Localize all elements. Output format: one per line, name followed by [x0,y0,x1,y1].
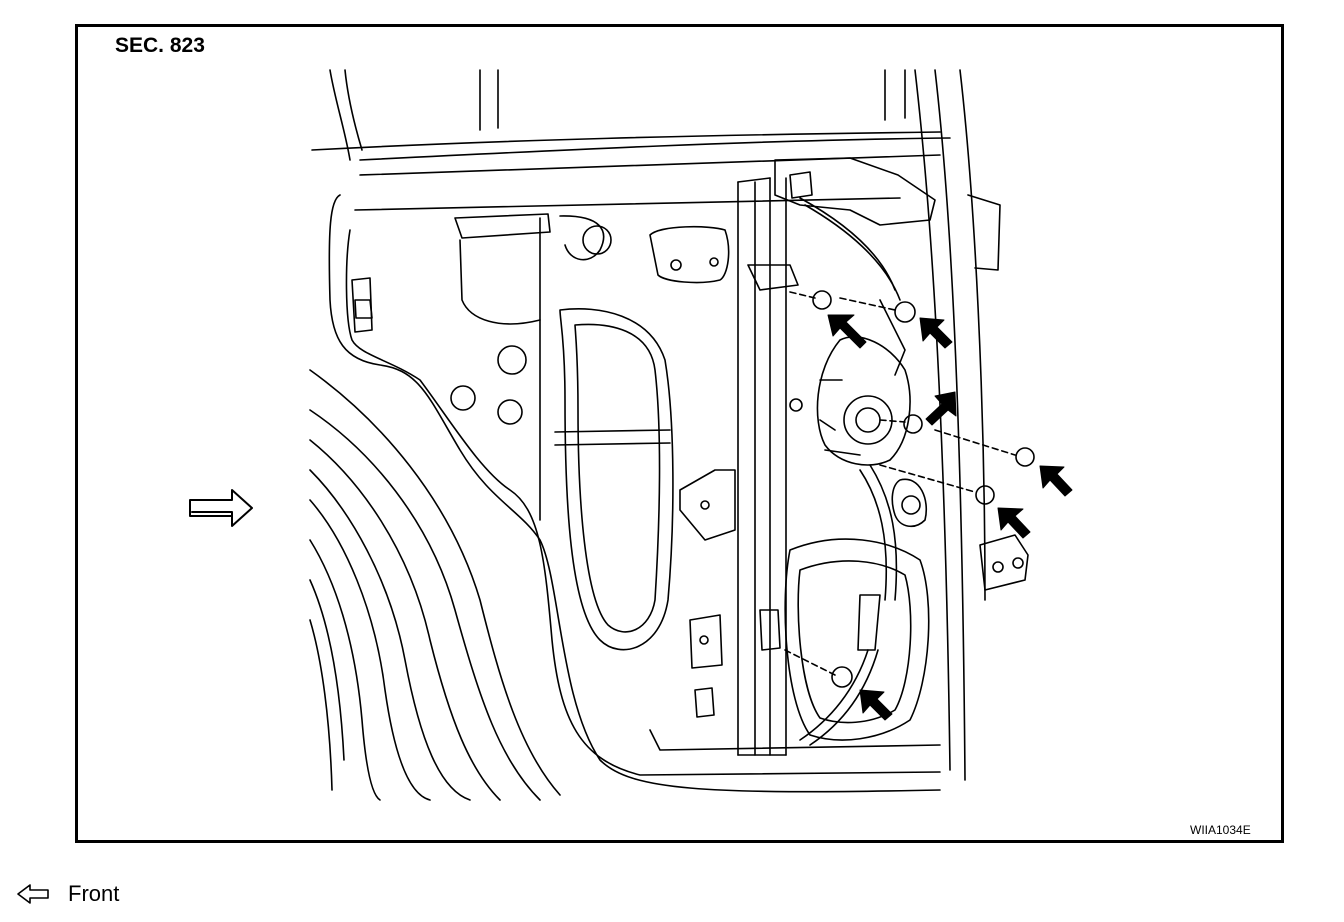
bolt-location-arrow-icon [1039,465,1073,497]
window-regulator-rail [737,157,936,756]
figure-code: WIIA1034E [1190,823,1251,837]
front-direction-arrow-icon [189,489,253,527]
regulator-motor [799,299,911,746]
bolt-location-arrow-icon [919,317,953,349]
bolt-location-arrow-icon [827,314,867,349]
bolt-location-arrow-icon [925,391,957,426]
bolt-4 [1015,447,1035,467]
door-outer-shell [309,69,1001,801]
bolt-location-arrows [827,314,1073,721]
legend: Front [16,880,119,908]
bolts [784,290,1035,688]
bolt-5 [975,485,995,505]
bolt-location-arrow-icon [997,507,1031,539]
legend-label: Front [68,881,120,906]
bolt-2 [894,301,916,323]
bolt-location-arrow-icon [859,689,893,721]
bolt-1 [812,290,832,310]
diagram-frame [75,24,1284,843]
front-direction-arrow-icon [17,884,49,904]
section-label: SEC. 823 [115,34,205,57]
door-inner-panel [328,194,1029,793]
bolt-3 [903,414,923,434]
bolt-6 [831,666,853,688]
